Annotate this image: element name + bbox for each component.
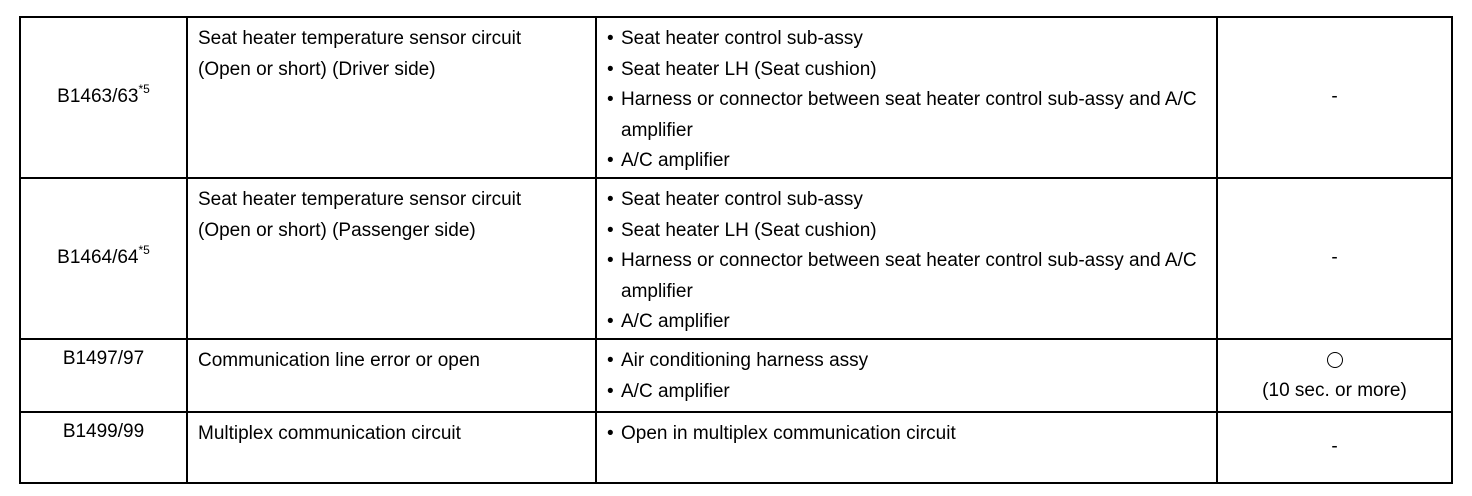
list-item: A/C amplifier xyxy=(607,307,1206,338)
trouble-area-list: Air conditioning harness assy A/C amplif… xyxy=(607,346,1206,407)
list-item: Harness or connector between seat heater… xyxy=(607,85,1206,146)
trouble-area-list: Seat heater control sub-assy Seat heater… xyxy=(607,185,1206,338)
list-item: Open in multiplex communication circuit xyxy=(607,419,1206,450)
trouble-area-list: Seat heater control sub-assy Seat heater… xyxy=(607,24,1206,177)
list-item: Seat heater LH (Seat cushion) xyxy=(607,55,1206,86)
memory-cell: - xyxy=(1216,16,1453,179)
list-item: A/C amplifier xyxy=(607,146,1206,177)
list-item: Seat heater control sub-assy xyxy=(607,185,1206,216)
detection-item-line: Communication line error or open xyxy=(198,350,480,371)
dtc-code-cell: B1497/97 xyxy=(19,338,188,413)
memory-value: - xyxy=(1331,247,1338,269)
dtc-code-cell: B1464/64*5 xyxy=(19,177,188,340)
memory-cell: - xyxy=(1216,177,1453,340)
list-item: Seat heater control sub-assy xyxy=(607,24,1206,55)
dtc-code-cell: B1463/63*5 xyxy=(19,16,188,179)
memory-value: - xyxy=(1331,86,1338,108)
table-row: B1463/63*5 Seat heater temperature senso… xyxy=(19,16,1453,179)
dtc-table: B1463/63*5 Seat heater temperature senso… xyxy=(19,16,1453,484)
list-item: Harness or connector between seat heater… xyxy=(607,246,1206,307)
detection-item-line: (Open or short) (Passenger side) xyxy=(198,219,476,241)
detection-item-cell: Multiplex communication circuit xyxy=(186,411,597,484)
circle-mark-icon xyxy=(1326,351,1343,368)
detection-item-cell: Communication line error or open xyxy=(186,338,597,413)
table-row: B1499/99 Multiplex communication circuit… xyxy=(19,411,1453,484)
trouble-area-cell: Seat heater control sub-assy Seat heater… xyxy=(595,16,1218,179)
dtc-code: B1463/63 xyxy=(57,86,139,108)
list-item: A/C amplifier xyxy=(607,377,1206,408)
table-row: B1497/97 Communication line error or ope… xyxy=(19,338,1453,413)
memory-cell: (10 sec. or more) xyxy=(1216,338,1453,413)
dtc-code: B1497/97 xyxy=(62,348,145,369)
detection-item-cell: Seat heater temperature sensor circuit (… xyxy=(186,16,597,179)
footnote-mark: *5 xyxy=(138,81,150,96)
trouble-area-cell: Air conditioning harness assy A/C amplif… xyxy=(595,338,1218,413)
trouble-area-cell: Open in multiplex communication circuit xyxy=(595,411,1218,484)
detection-item-line: Seat heater temperature sensor circuit xyxy=(198,28,522,49)
list-item: Seat heater LH (Seat cushion) xyxy=(607,216,1206,247)
dtc-code: B1499/99 xyxy=(62,421,145,442)
detection-item-cell: Seat heater temperature sensor circuit (… xyxy=(186,177,597,340)
footnote-mark: *5 xyxy=(138,242,150,257)
dtc-code: B1464/64 xyxy=(57,247,139,269)
memory-value: - xyxy=(1331,436,1338,458)
trouble-area-cell: Seat heater control sub-assy Seat heater… xyxy=(595,177,1218,340)
table-row: B1464/64*5 Seat heater temperature senso… xyxy=(19,177,1453,340)
trouble-area-list: Open in multiplex communication circuit xyxy=(607,419,1206,450)
dtc-code-cell: B1499/99 xyxy=(19,411,188,484)
memory-cell: - xyxy=(1216,411,1453,484)
memory-value: (10 sec. or more) xyxy=(1262,379,1407,401)
detection-item-line: Seat heater temperature sensor circuit xyxy=(198,189,522,210)
detection-item-line: Multiplex communication circuit xyxy=(198,423,461,444)
list-item: Air conditioning harness assy xyxy=(607,346,1206,377)
detection-item-line: (Open or short) (Driver side) xyxy=(198,58,436,80)
